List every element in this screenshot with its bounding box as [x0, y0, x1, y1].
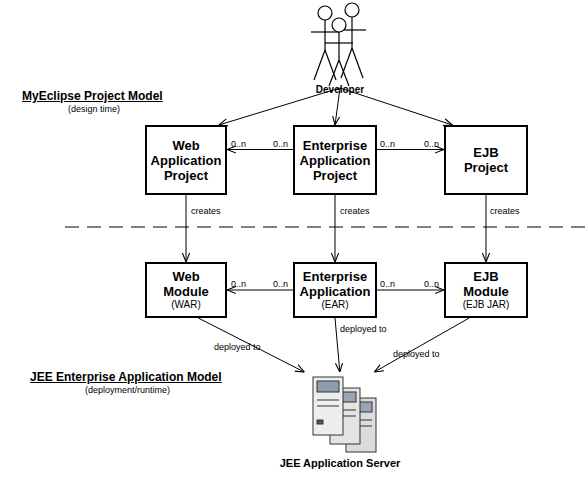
- separator-dashed-line: [65, 227, 585, 228]
- node-title: Enterprise Application Project: [300, 138, 371, 183]
- multiplicity: 0..n: [231, 139, 246, 149]
- multiplicity: 0..n: [380, 279, 395, 289]
- node-title: JEE Application Server: [262, 457, 418, 469]
- multiplicity: 0..n: [273, 139, 288, 149]
- connector-arrow: [486, 195, 487, 262]
- connector-arrow: [186, 195, 187, 262]
- connector-arrow: [374, 318, 469, 372]
- node-title: Enterprise Application: [300, 269, 371, 299]
- project-box: Web Application Project: [145, 125, 227, 195]
- multiplicity: 0..n: [424, 139, 439, 149]
- connector-arrow: [198, 318, 304, 372]
- connector-label: creates: [490, 206, 520, 216]
- connector-arrow: [335, 195, 336, 262]
- connector-label: creates: [340, 206, 370, 216]
- stick-figure: [325, 18, 353, 86]
- connector-label: creates: [191, 206, 221, 216]
- multiplicity: 0..n: [231, 279, 246, 289]
- connector-layer: [186, 88, 486, 372]
- section-heading: JEE Enterprise Application Model: [30, 370, 222, 384]
- developer-figures: [311, 3, 366, 86]
- server-tower: [313, 377, 343, 435]
- project-box: EJB Project: [444, 125, 528, 195]
- connector-arrow: [227, 149, 293, 150]
- multiplicity: 0..n: [273, 279, 288, 289]
- connector-label: deployed to: [393, 349, 440, 359]
- node-title: EJB Module: [452, 269, 520, 299]
- node-subtitle: (EAR): [321, 299, 348, 311]
- connector-label: deployed to: [340, 324, 387, 334]
- module-box: Web Module(WAR): [145, 262, 227, 318]
- connector-arrow: [227, 290, 293, 291]
- module-box: EJB Module(EJB JAR): [444, 262, 528, 318]
- node-title: EJB Project: [452, 145, 520, 175]
- server-icon: [313, 377, 376, 452]
- multiplicity: 0..n: [380, 139, 395, 149]
- connector-arrow: [377, 149, 444, 150]
- node-title: Web Application Project: [151, 138, 222, 183]
- node-subtitle: (EJB JAR): [463, 299, 510, 311]
- section-note: (deployment/runtime): [85, 385, 170, 395]
- section-heading: MyEclipse Project Model: [22, 89, 163, 103]
- connector-arrow: [377, 290, 444, 291]
- node-title: Web Module: [153, 269, 219, 299]
- node-title: Developer: [290, 84, 390, 95]
- project-box: Enterprise Application Project: [293, 125, 377, 195]
- actor-node: Developer: [315, 0, 365, 88]
- multiplicity: 0..n: [424, 279, 439, 289]
- section-note: (design time): [68, 104, 120, 114]
- server-node: JEE Application Server: [302, 372, 378, 454]
- connector-arrow: [335, 318, 340, 372]
- module-box: Enterprise Application(EAR): [293, 262, 377, 318]
- connector-label: deployed to: [214, 342, 261, 352]
- node-subtitle: (WAR): [171, 299, 201, 311]
